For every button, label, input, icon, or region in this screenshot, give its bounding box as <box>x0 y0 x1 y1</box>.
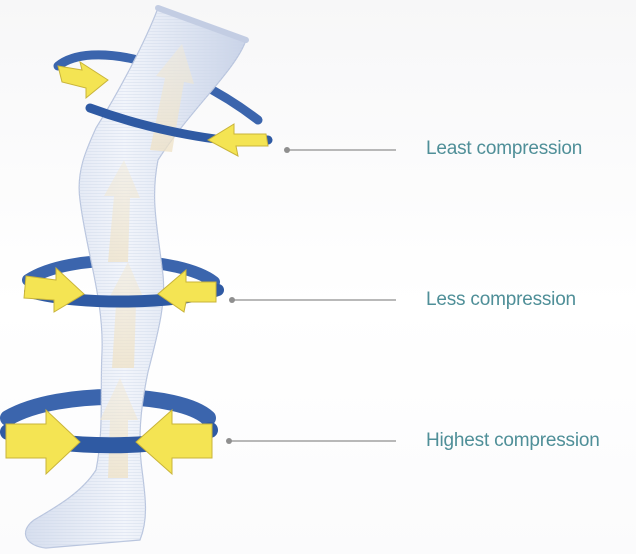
leader-highest <box>226 438 396 444</box>
leader-least <box>284 147 396 153</box>
compression-arrow-thigh-right <box>208 124 268 156</box>
compression-arrow-thigh-left <box>58 62 108 98</box>
label-highest-compression: Highest compression <box>426 430 600 452</box>
label-least-compression: Least compression <box>426 138 582 160</box>
label-less-compression: Less compression <box>426 289 576 311</box>
leader-less <box>229 297 396 303</box>
